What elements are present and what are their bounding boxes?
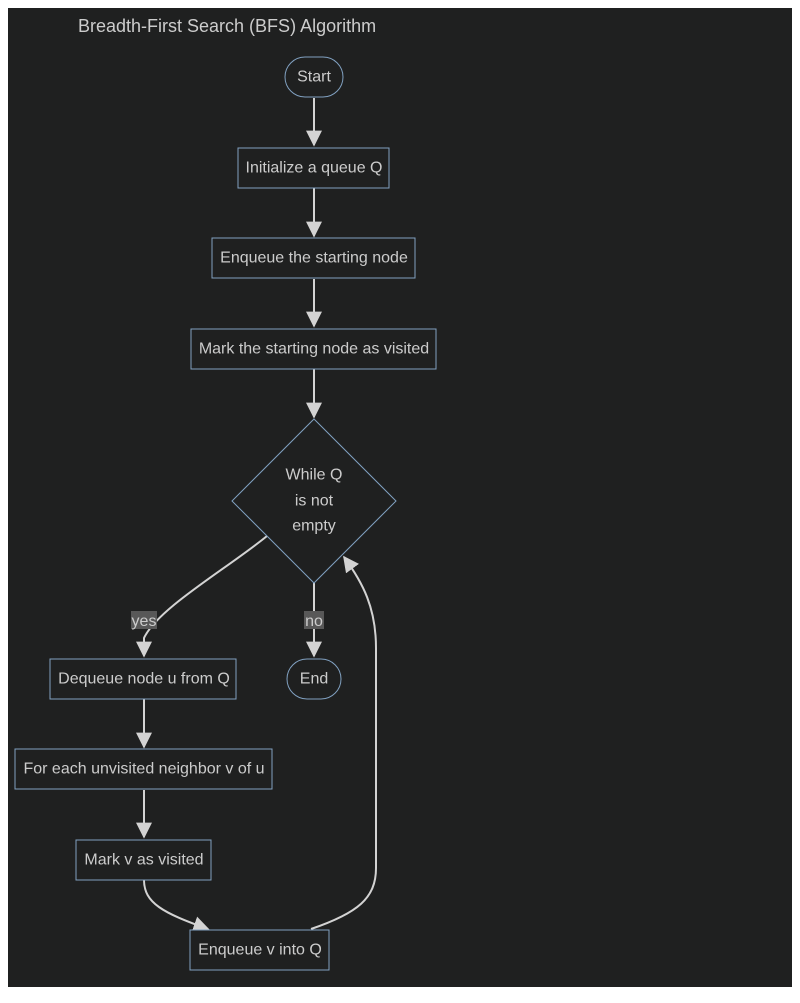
node-enqueue-v-label: Enqueue v into Q — [198, 942, 322, 959]
node-enqueue-start — [211, 237, 416, 279]
node-while-decision — [231, 418, 397, 584]
edge-label-no: no — [304, 611, 324, 630]
edge-markv-enqueuev — [143, 879, 210, 932]
node-while-label-line1: While Q — [286, 467, 343, 484]
node-mark-v-label: Mark v as visited — [84, 852, 203, 869]
node-mark-v — [75, 839, 212, 881]
svg-text:no: no — [305, 613, 323, 630]
svg-text:yes: yes — [132, 613, 157, 630]
node-enqueue-v — [189, 929, 330, 971]
node-mark-start — [190, 328, 437, 370]
node-start-label: Start — [297, 69, 331, 86]
edge-while-dequeue-yes — [136, 535, 268, 658]
node-while-label-line2: is not — [295, 493, 334, 510]
node-init-queue — [237, 147, 390, 189]
diagram-title: Breadth-First Search (BFS) Algorithm — [78, 16, 376, 36]
node-mark-start-label: Mark the starting node as visited — [199, 341, 429, 358]
flowchart: Breadth-First Search (BFS) Algorithm yes… — [14, 16, 437, 971]
node-for-each-label: For each unvisited neighbor v of u — [23, 761, 264, 778]
node-dequeue — [49, 658, 237, 700]
node-enqueue-start-label: Enqueue the starting node — [220, 250, 408, 267]
node-end-label: End — [300, 671, 328, 688]
node-for-each — [14, 748, 273, 790]
diagram-canvas: Breadth-First Search (BFS) Algorithm yes… — [8, 8, 792, 987]
node-init-queue-label: Initialize a queue Q — [246, 160, 383, 177]
edge-enqueuev-while-loop — [310, 555, 377, 930]
node-while-label-line3: empty — [292, 518, 336, 535]
node-dequeue-label: Dequeue node u from Q — [58, 671, 230, 688]
edge-label-yes: yes — [131, 611, 157, 630]
node-end — [286, 658, 342, 700]
node-start — [284, 56, 344, 98]
